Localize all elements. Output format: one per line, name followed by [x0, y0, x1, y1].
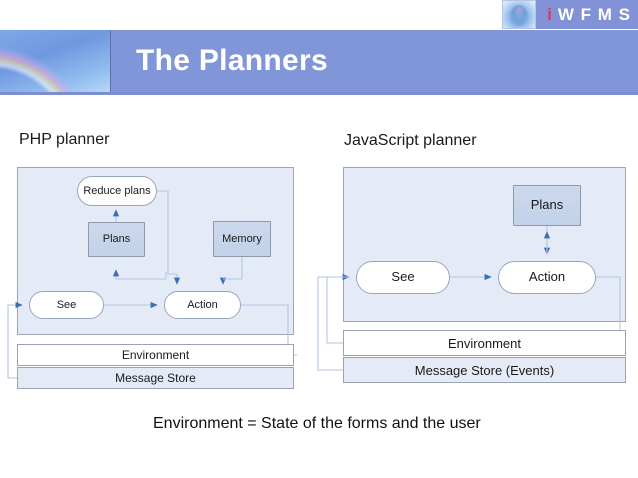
page-title: The Planners: [136, 44, 328, 77]
slide-caption: Environment = State of the forms and the…: [153, 415, 481, 432]
php-bar-environment[interactable]: Environment: [17, 344, 294, 366]
brain-head-icon: [502, 0, 536, 29]
banner-underline: [0, 92, 638, 95]
wordmark-letters: W F M S: [557, 4, 631, 24]
js-node-see[interactable]: See: [356, 261, 450, 294]
js-node-plans[interactable]: Plans: [513, 185, 581, 226]
php-planner-heading: PHP planner: [19, 131, 110, 148]
php-node-plans[interactable]: Plans: [88, 222, 145, 257]
rainbow-image: [0, 30, 111, 92]
php-node-memory[interactable]: Memory: [213, 221, 271, 257]
php-node-action[interactable]: Action: [164, 291, 241, 319]
js-planner-panel: [343, 167, 626, 322]
js-planner-heading: JavaScript planner: [344, 132, 477, 149]
title-banner: The Planners: [0, 30, 638, 92]
brand-bar: i W F M S: [502, 0, 638, 29]
php-node-see[interactable]: See: [29, 291, 104, 319]
js-bar-message-store[interactable]: Message Store (Events): [343, 357, 626, 383]
wordmark: i W F M S: [536, 0, 638, 29]
wordmark-initial: i: [547, 4, 553, 24]
title-strip: The Planners: [111, 30, 638, 92]
js-bar-environment[interactable]: Environment: [343, 330, 626, 356]
php-bar-message-store[interactable]: Message Store: [17, 367, 294, 389]
php-node-reduce-plans[interactable]: Reduce plans: [77, 176, 157, 206]
js-node-action[interactable]: Action: [498, 261, 596, 294]
